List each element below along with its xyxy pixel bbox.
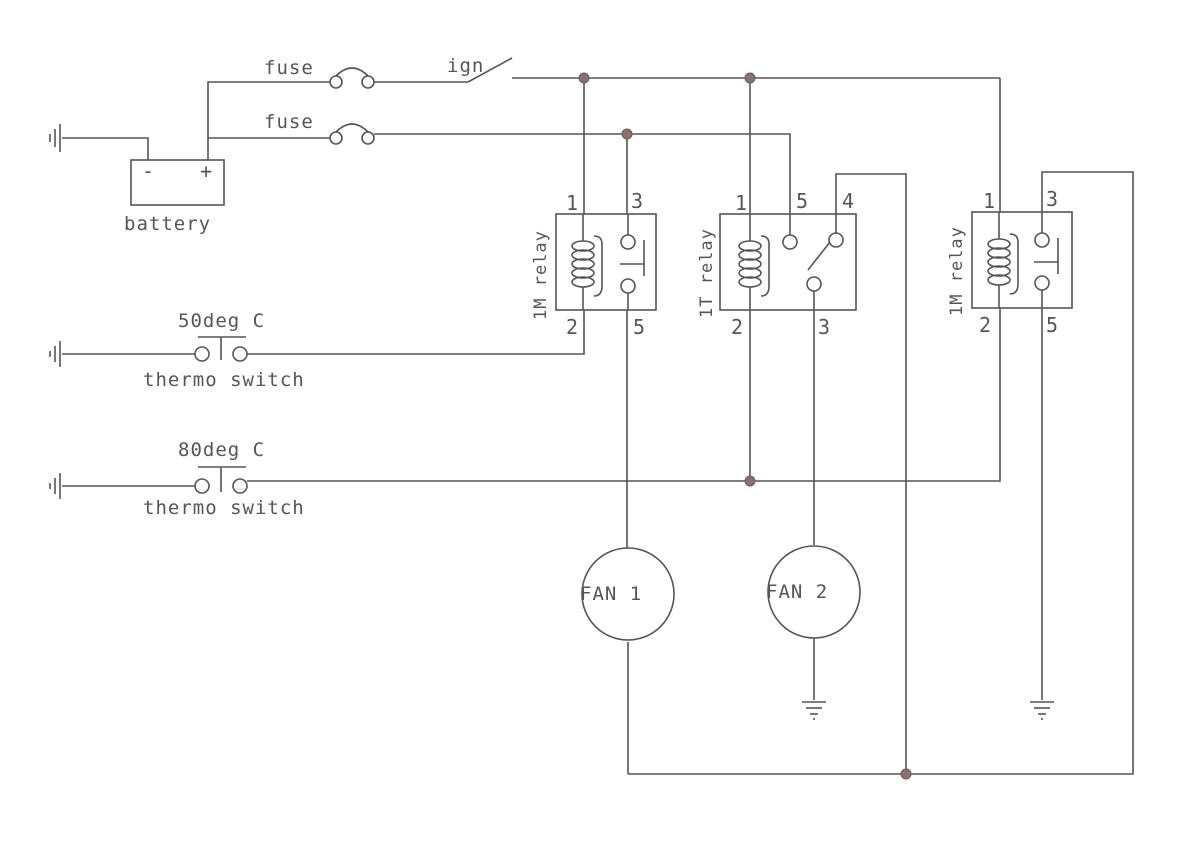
relay-3-pin-5: 5 (1046, 313, 1058, 337)
relay1-pin2-to-thermo50-wire (247, 310, 585, 355)
relay-1-pin-5: 5 (633, 315, 645, 339)
relay-3-pin-2: 2 (979, 313, 991, 337)
thermo50-temp-label: 50deg C (178, 310, 265, 332)
thermo-switch-50: 50deg C thermo switch (49, 310, 305, 391)
ignition-label: ign (447, 55, 484, 77)
relay-3-name: 1M relay (947, 226, 967, 316)
relay-2-pin-3: 3 (818, 315, 830, 339)
coil-icon (738, 214, 770, 310)
contact-no-icon (1034, 212, 1059, 308)
relay-2-body (719, 213, 857, 311)
battery-feed-top-wire (207, 81, 330, 160)
thermo80-label: thermo switch (143, 497, 305, 519)
battery-direct-bus-wire (374, 133, 791, 235)
battery-body (130, 159, 225, 206)
junction-dot (900, 768, 912, 780)
fan-1: FAN 1 (580, 547, 675, 641)
battery-label: battery (124, 213, 211, 235)
fuse-bottom: fuse (264, 111, 375, 145)
relay2-pin4-wire (835, 173, 907, 774)
fuse-top-label: fuse (264, 57, 314, 79)
relay-1-pin-2: 2 (566, 315, 578, 339)
relay-1-name: 1M relay (531, 230, 551, 320)
fuse-top: fuse (264, 57, 375, 89)
thermo-switch-80: 80deg C thermo switch (49, 439, 305, 519)
relay-1-pin-1: 1 (566, 191, 578, 215)
thermo50-label: thermo switch (143, 369, 305, 391)
junction-dot (744, 72, 756, 84)
junction-dot (621, 128, 633, 140)
relay-3-pin-1: 1 (983, 189, 995, 213)
relay-2-pin-1: 1 (735, 191, 747, 215)
junction-dot (744, 475, 756, 487)
relay-3-body (971, 211, 1073, 309)
battery-plus-label: + (200, 159, 212, 183)
junction-dot (578, 72, 590, 84)
battery-ground-wire (62, 137, 149, 160)
battery-minus-label: - (142, 159, 154, 183)
thermo80-temp-label: 80deg C (178, 439, 265, 461)
chassis-ground-icon (802, 701, 826, 720)
changeover-contact-icon (782, 214, 844, 310)
relay-1-pin-3: 3 (631, 189, 643, 213)
relay-1-body (555, 213, 657, 311)
relay-2-pin-5: 5 (796, 189, 808, 213)
relay-3-pin-3: 3 (1046, 187, 1058, 211)
relay3-pin2-to-thermo80-wire (247, 308, 1001, 482)
fan-1-label: FAN 1 (580, 583, 642, 605)
fan-2-label: FAN 2 (766, 581, 828, 603)
fan-2: FAN 2 (766, 545, 861, 639)
coil-icon (571, 214, 603, 310)
ignition-switch-icon: ign (447, 55, 513, 83)
fan-1-icon (581, 547, 675, 641)
fuse-bottom-label: fuse (264, 111, 314, 133)
battery: - + battery (124, 159, 225, 235)
ground-icon (49, 341, 61, 367)
relay-2-pin-4: 4 (842, 189, 854, 213)
ground-icon (49, 473, 61, 499)
ground-icon (49, 124, 61, 152)
contact-no-icon (620, 214, 645, 310)
relay-1m-left: 1M relay 1 3 2 5 (531, 189, 657, 339)
relay-2-pin-2: 2 (731, 315, 743, 339)
fan-2-icon (767, 545, 861, 639)
coil-icon (987, 212, 1019, 308)
relay-1m-right: 1M relay 1 3 2 5 (947, 187, 1073, 337)
relay-2-name: 1T relay (697, 228, 717, 318)
relay-1t-middle: 1T relay 1 5 4 2 3 (697, 189, 857, 339)
chassis-ground-icon (1030, 701, 1054, 720)
relay3-pin3-fan-return-wire (628, 171, 1134, 775)
